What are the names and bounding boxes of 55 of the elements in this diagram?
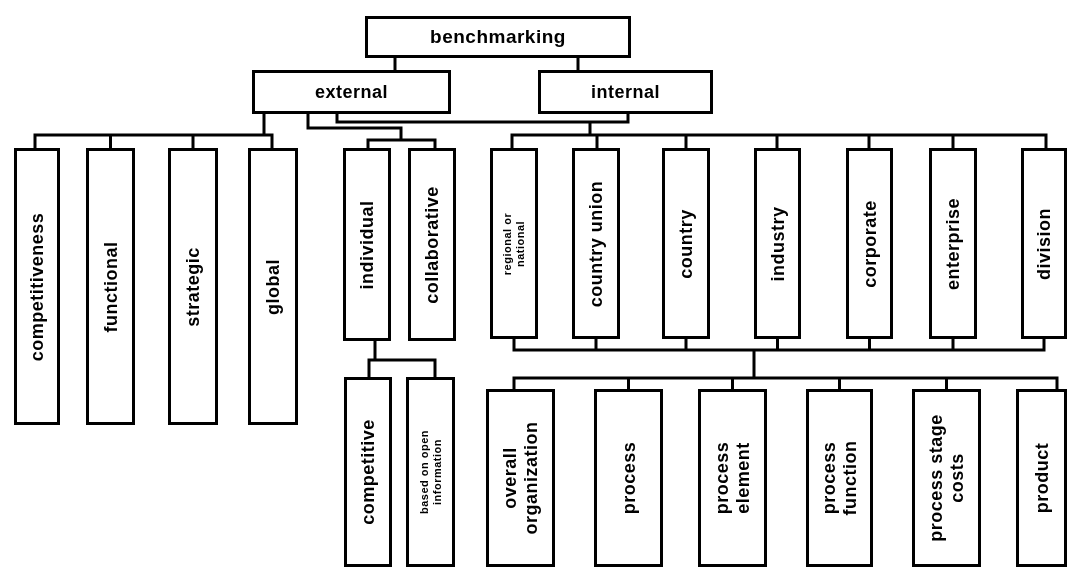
connector-line bbox=[335, 112, 1048, 150]
connector-line bbox=[393, 58, 397, 70]
connector-line bbox=[512, 337, 1059, 391]
category-box bbox=[572, 148, 620, 339]
category-box bbox=[490, 148, 538, 339]
category-label: process bbox=[618, 440, 639, 517]
category-box bbox=[1016, 389, 1067, 567]
category-label: overall organization bbox=[499, 420, 542, 537]
category-box bbox=[1021, 148, 1067, 339]
category-box bbox=[846, 148, 893, 339]
category-box bbox=[929, 148, 977, 339]
category-label: individual bbox=[356, 199, 378, 291]
category-box bbox=[538, 70, 713, 114]
category-label: benchmarking bbox=[430, 26, 566, 48]
category-label: competitive bbox=[357, 418, 379, 527]
category-label: competitiveness bbox=[26, 211, 48, 363]
category-box bbox=[662, 148, 710, 339]
category-box bbox=[594, 389, 663, 567]
category-box bbox=[486, 389, 555, 567]
category-label: process function bbox=[818, 439, 861, 518]
category-box bbox=[698, 389, 767, 567]
category-label: internal bbox=[591, 81, 660, 103]
category-box bbox=[86, 148, 135, 425]
category-label: external bbox=[314, 81, 388, 103]
category-box bbox=[406, 377, 455, 567]
category-label: process stage costs bbox=[925, 413, 968, 544]
category-box bbox=[754, 148, 801, 339]
category-label: country union bbox=[585, 179, 607, 309]
category-label: industry bbox=[767, 205, 788, 283]
category-box bbox=[365, 16, 631, 58]
category-box bbox=[806, 389, 873, 567]
category-label: based on open information bbox=[417, 428, 444, 517]
category-box bbox=[408, 148, 456, 341]
category-box bbox=[344, 377, 392, 567]
category-label: country bbox=[675, 207, 697, 281]
category-box bbox=[912, 389, 981, 567]
connector-line bbox=[33, 112, 274, 150]
category-label: strategic bbox=[182, 245, 204, 329]
category-box bbox=[343, 148, 391, 341]
category-box bbox=[168, 148, 218, 425]
category-label: functional bbox=[100, 240, 121, 335]
category-label: process element bbox=[711, 440, 754, 517]
category-label: product bbox=[1031, 441, 1052, 516]
category-label: regional or national bbox=[501, 211, 527, 277]
category-label: division bbox=[1033, 206, 1055, 282]
connector-line bbox=[306, 112, 437, 150]
category-label: collaborative bbox=[421, 184, 443, 306]
connector-line bbox=[367, 339, 437, 379]
category-label: enterprise bbox=[942, 196, 964, 292]
category-label: global bbox=[262, 257, 284, 317]
category-label: corporate bbox=[859, 198, 880, 290]
category-box bbox=[14, 148, 60, 425]
connector-line bbox=[576, 58, 580, 70]
category-box bbox=[248, 148, 298, 425]
category-box bbox=[252, 70, 451, 114]
